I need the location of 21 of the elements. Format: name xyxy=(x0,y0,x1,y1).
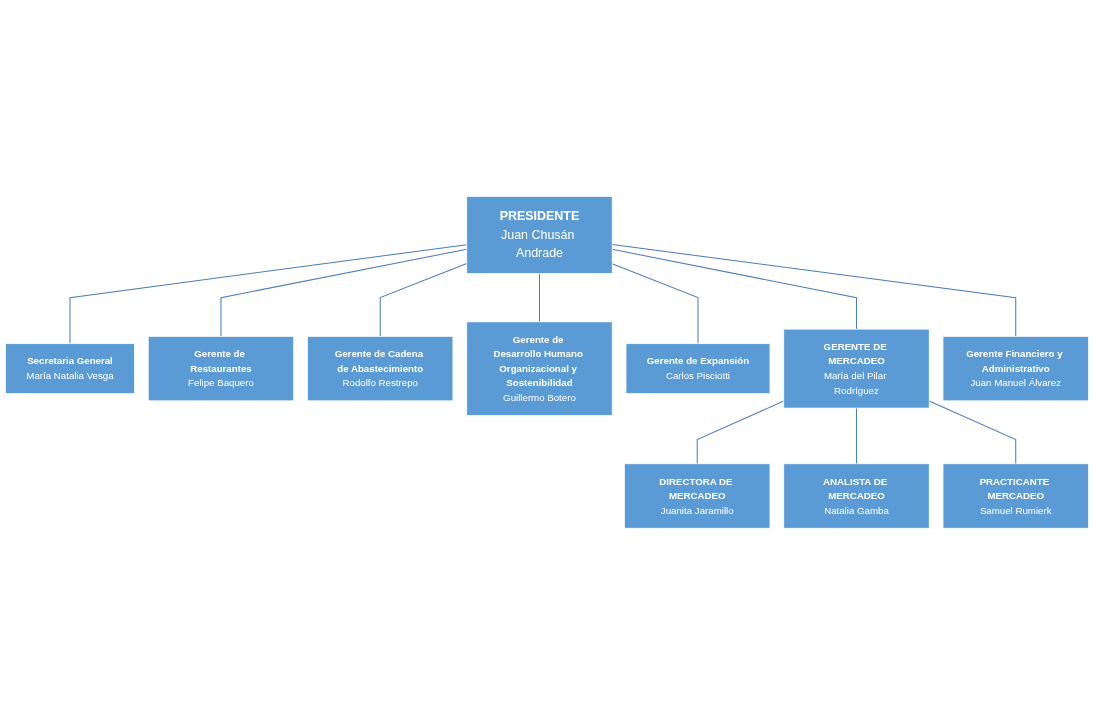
node-box: Gerente de Expansión Carlos Pisciotti xyxy=(625,342,771,394)
connector xyxy=(611,248,857,330)
node-box: Gerente de Restaurantes Felipe Baquero xyxy=(147,335,294,401)
node-box: PRESIDENTE Juan Chusán Andrade xyxy=(466,195,613,274)
node-box: Secretaria General María Natalia Vesga xyxy=(5,342,135,394)
connector xyxy=(69,243,468,344)
node-box: PRACTICANTE MERCADEO Samuel Rumierk xyxy=(942,463,1089,529)
connector xyxy=(696,400,785,464)
connector xyxy=(928,400,1017,464)
node-box: Gerente Financiero y Administrativo Juan Manuel Álvarez xyxy=(942,335,1089,401)
connector xyxy=(611,243,1017,337)
connector xyxy=(379,262,468,337)
connector xyxy=(611,262,699,344)
node-box: ANALISTA DE MERCADEO Natalia Gamba xyxy=(783,463,930,529)
connector xyxy=(855,407,857,464)
node-box: DIRECTORA DE MERCADEO Juanita Jaramillo xyxy=(624,463,771,529)
connector xyxy=(220,248,468,337)
node-box: GERENTE DE MERCADEO María del Pilar Rodríguez xyxy=(783,328,930,409)
connector xyxy=(538,272,540,322)
node-box: Gerente de Cadena de Abastecimiento Rodolfo Restrepo xyxy=(307,335,454,401)
node-box: Gerente de Desarrollo Humano Organizacional y Sostenibilidad Guillermo Botero xyxy=(466,321,613,416)
